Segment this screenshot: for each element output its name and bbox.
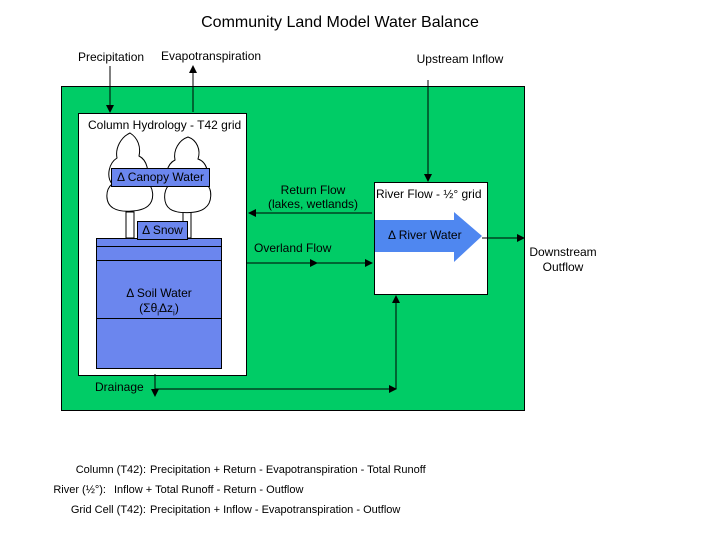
column-hydrology-title: Column Hydrology - T42 grid: [88, 118, 242, 132]
drainage-label: Drainage: [95, 380, 144, 394]
soil-water-formula: (ΣθiΔzi): [139, 301, 179, 318]
soil-layer-line: [97, 246, 221, 247]
equation-river-text: Inflow + Total Runoff - Return - Outflow: [114, 484, 304, 496]
canopy-water-box: Δ Canopy Water: [111, 168, 210, 187]
canopy-water-label: Δ Canopy Water: [117, 170, 204, 184]
soil-water-block: Δ Soil Water (ΣθiΔzi): [96, 238, 222, 369]
river-water-label: Δ River Water: [388, 228, 462, 242]
snow-label: Δ Snow: [142, 223, 183, 237]
soil-layer-line: [97, 260, 221, 261]
upstream-inflow-label: Upstream Inflow: [416, 52, 504, 66]
diagram-title: Community Land Model Water Balance: [201, 14, 479, 31]
evapotranspiration-label: Evapotranspiration: [161, 49, 262, 63]
equation-river-label: River (½°):: [53, 484, 106, 496]
snow-box: Δ Snow: [137, 221, 188, 240]
river-flow-title: River Flow - ½° grid: [376, 187, 482, 201]
equation-gridcell-text: Precipitation + Inflow - Evapotranspirat…: [150, 504, 401, 516]
downstream-outflow-label: Downstream Outflow: [529, 245, 597, 274]
river-water-arrow: [375, 212, 482, 262]
return-flow-detail-label: (lakes, wetlands): [267, 197, 359, 211]
overland-flow-label: Overland Flow: [254, 241, 332, 255]
soil-layer-line: [97, 318, 221, 319]
return-flow-label: Return Flow: [280, 183, 346, 197]
equation-column-label: Column (T42):: [75, 464, 146, 476]
equation-column-text: Precipitation + Return - Evapotranspirat…: [150, 464, 426, 476]
equation-gridcell-label: Grid Cell (T42):: [70, 504, 146, 516]
precipitation-label: Precipitation: [78, 50, 145, 64]
soil-water-label: Δ Soil Water: [126, 286, 192, 300]
